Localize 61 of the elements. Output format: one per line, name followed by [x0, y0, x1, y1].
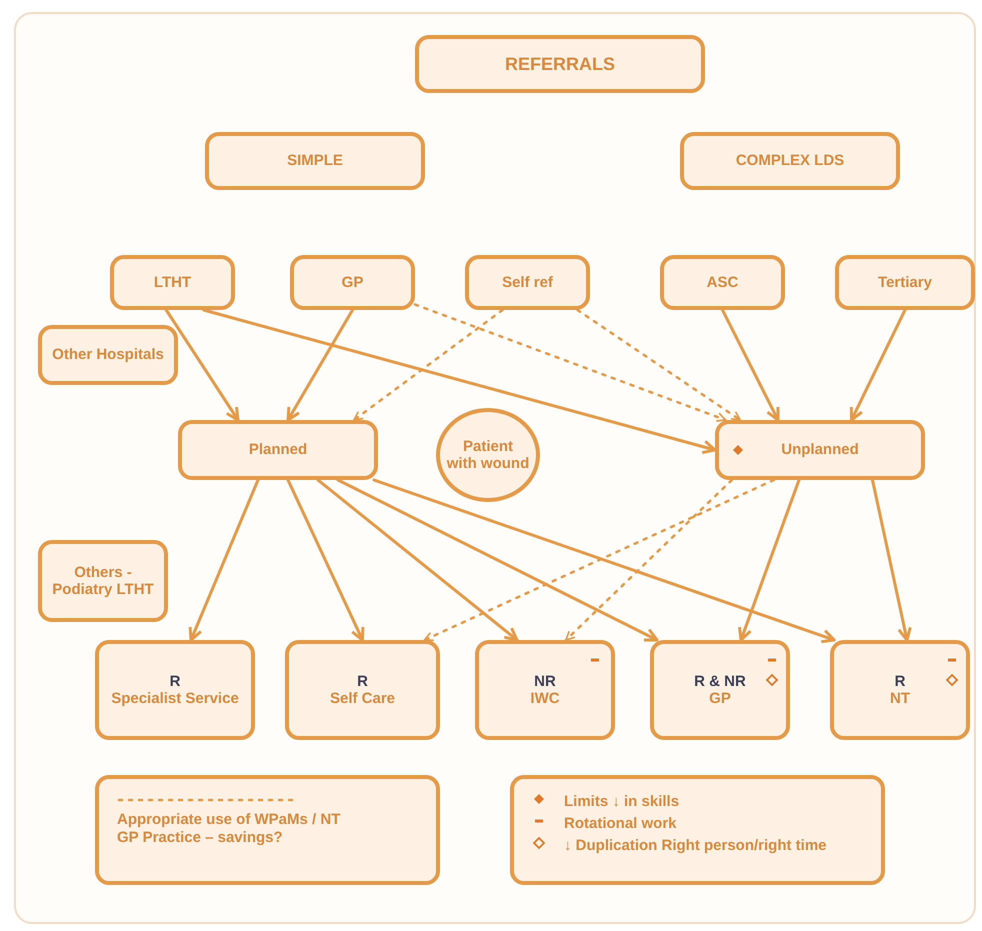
arrow [286, 478, 364, 642]
box-label: Others - Podiatry LTHT [51, 564, 155, 598]
rounded-box [465, 255, 590, 310]
box-label: Tertiary [878, 274, 932, 292]
arrow [372, 478, 836, 644]
rounded-box [715, 420, 925, 480]
rounded-box [650, 640, 790, 740]
box-label: Self ref [502, 274, 553, 292]
box-label: Specialist Service [111, 690, 239, 708]
legend-text: Rotational work [564, 815, 678, 833]
arrow [164, 308, 240, 422]
arrow [336, 478, 658, 642]
code-label: R [894, 672, 906, 690]
arrow [871, 478, 912, 642]
legend-text: Appropriate use of WPaMs / NT GP Practice – savings? [117, 811, 342, 847]
code-label: R [170, 672, 180, 690]
rounded-box [110, 255, 235, 310]
box-label: REFERRALS [504, 54, 615, 74]
box-label: GP [709, 690, 731, 708]
arrow [721, 308, 780, 422]
legend-text: ↓ Duplication Right person/right time [564, 837, 828, 855]
box-label: Patient with wound [446, 438, 530, 472]
rounded-box [205, 132, 425, 190]
arrow [850, 308, 906, 422]
arrow [188, 478, 260, 642]
arrow [286, 308, 354, 422]
rounded-box [38, 325, 178, 385]
legend-text: Limits ↓ in skills [564, 793, 680, 811]
dotted-arrow [352, 308, 504, 422]
rounded-box [415, 35, 705, 93]
box-label: ASC [706, 274, 738, 292]
rounded-box [38, 540, 168, 622]
box-label: NT [890, 690, 910, 708]
dotted-arrow [576, 308, 742, 422]
arrow [316, 478, 518, 642]
box-label: COMPLEX LDS [736, 152, 844, 170]
rounded-box [680, 132, 900, 190]
rounded-box [290, 255, 415, 310]
rounded-box [835, 255, 975, 310]
code-label: R & NR [694, 672, 746, 690]
dotted-arrow [564, 478, 734, 642]
box-label: Planned [248, 441, 308, 459]
dotted-arrow [414, 303, 727, 422]
box-label: IWC [530, 690, 560, 708]
code-label: R [357, 672, 368, 690]
code-label: NR [534, 672, 556, 690]
box-label: LTHT [154, 274, 192, 292]
rounded-box [830, 640, 970, 740]
arrow [202, 308, 716, 454]
rounded-box [95, 640, 255, 740]
box-label: GP [342, 274, 364, 292]
arrow [738, 478, 800, 642]
rounded-box [178, 420, 378, 480]
box-label: Other Hospitals [52, 346, 164, 364]
rounded-box [285, 640, 440, 740]
box-label: Self Care [330, 690, 396, 708]
box-label: Unplanned [781, 441, 859, 459]
dotted-arrow [423, 478, 776, 642]
rounded-box [660, 255, 785, 310]
rounded-box [475, 640, 615, 740]
box-label: SIMPLE [287, 152, 343, 170]
